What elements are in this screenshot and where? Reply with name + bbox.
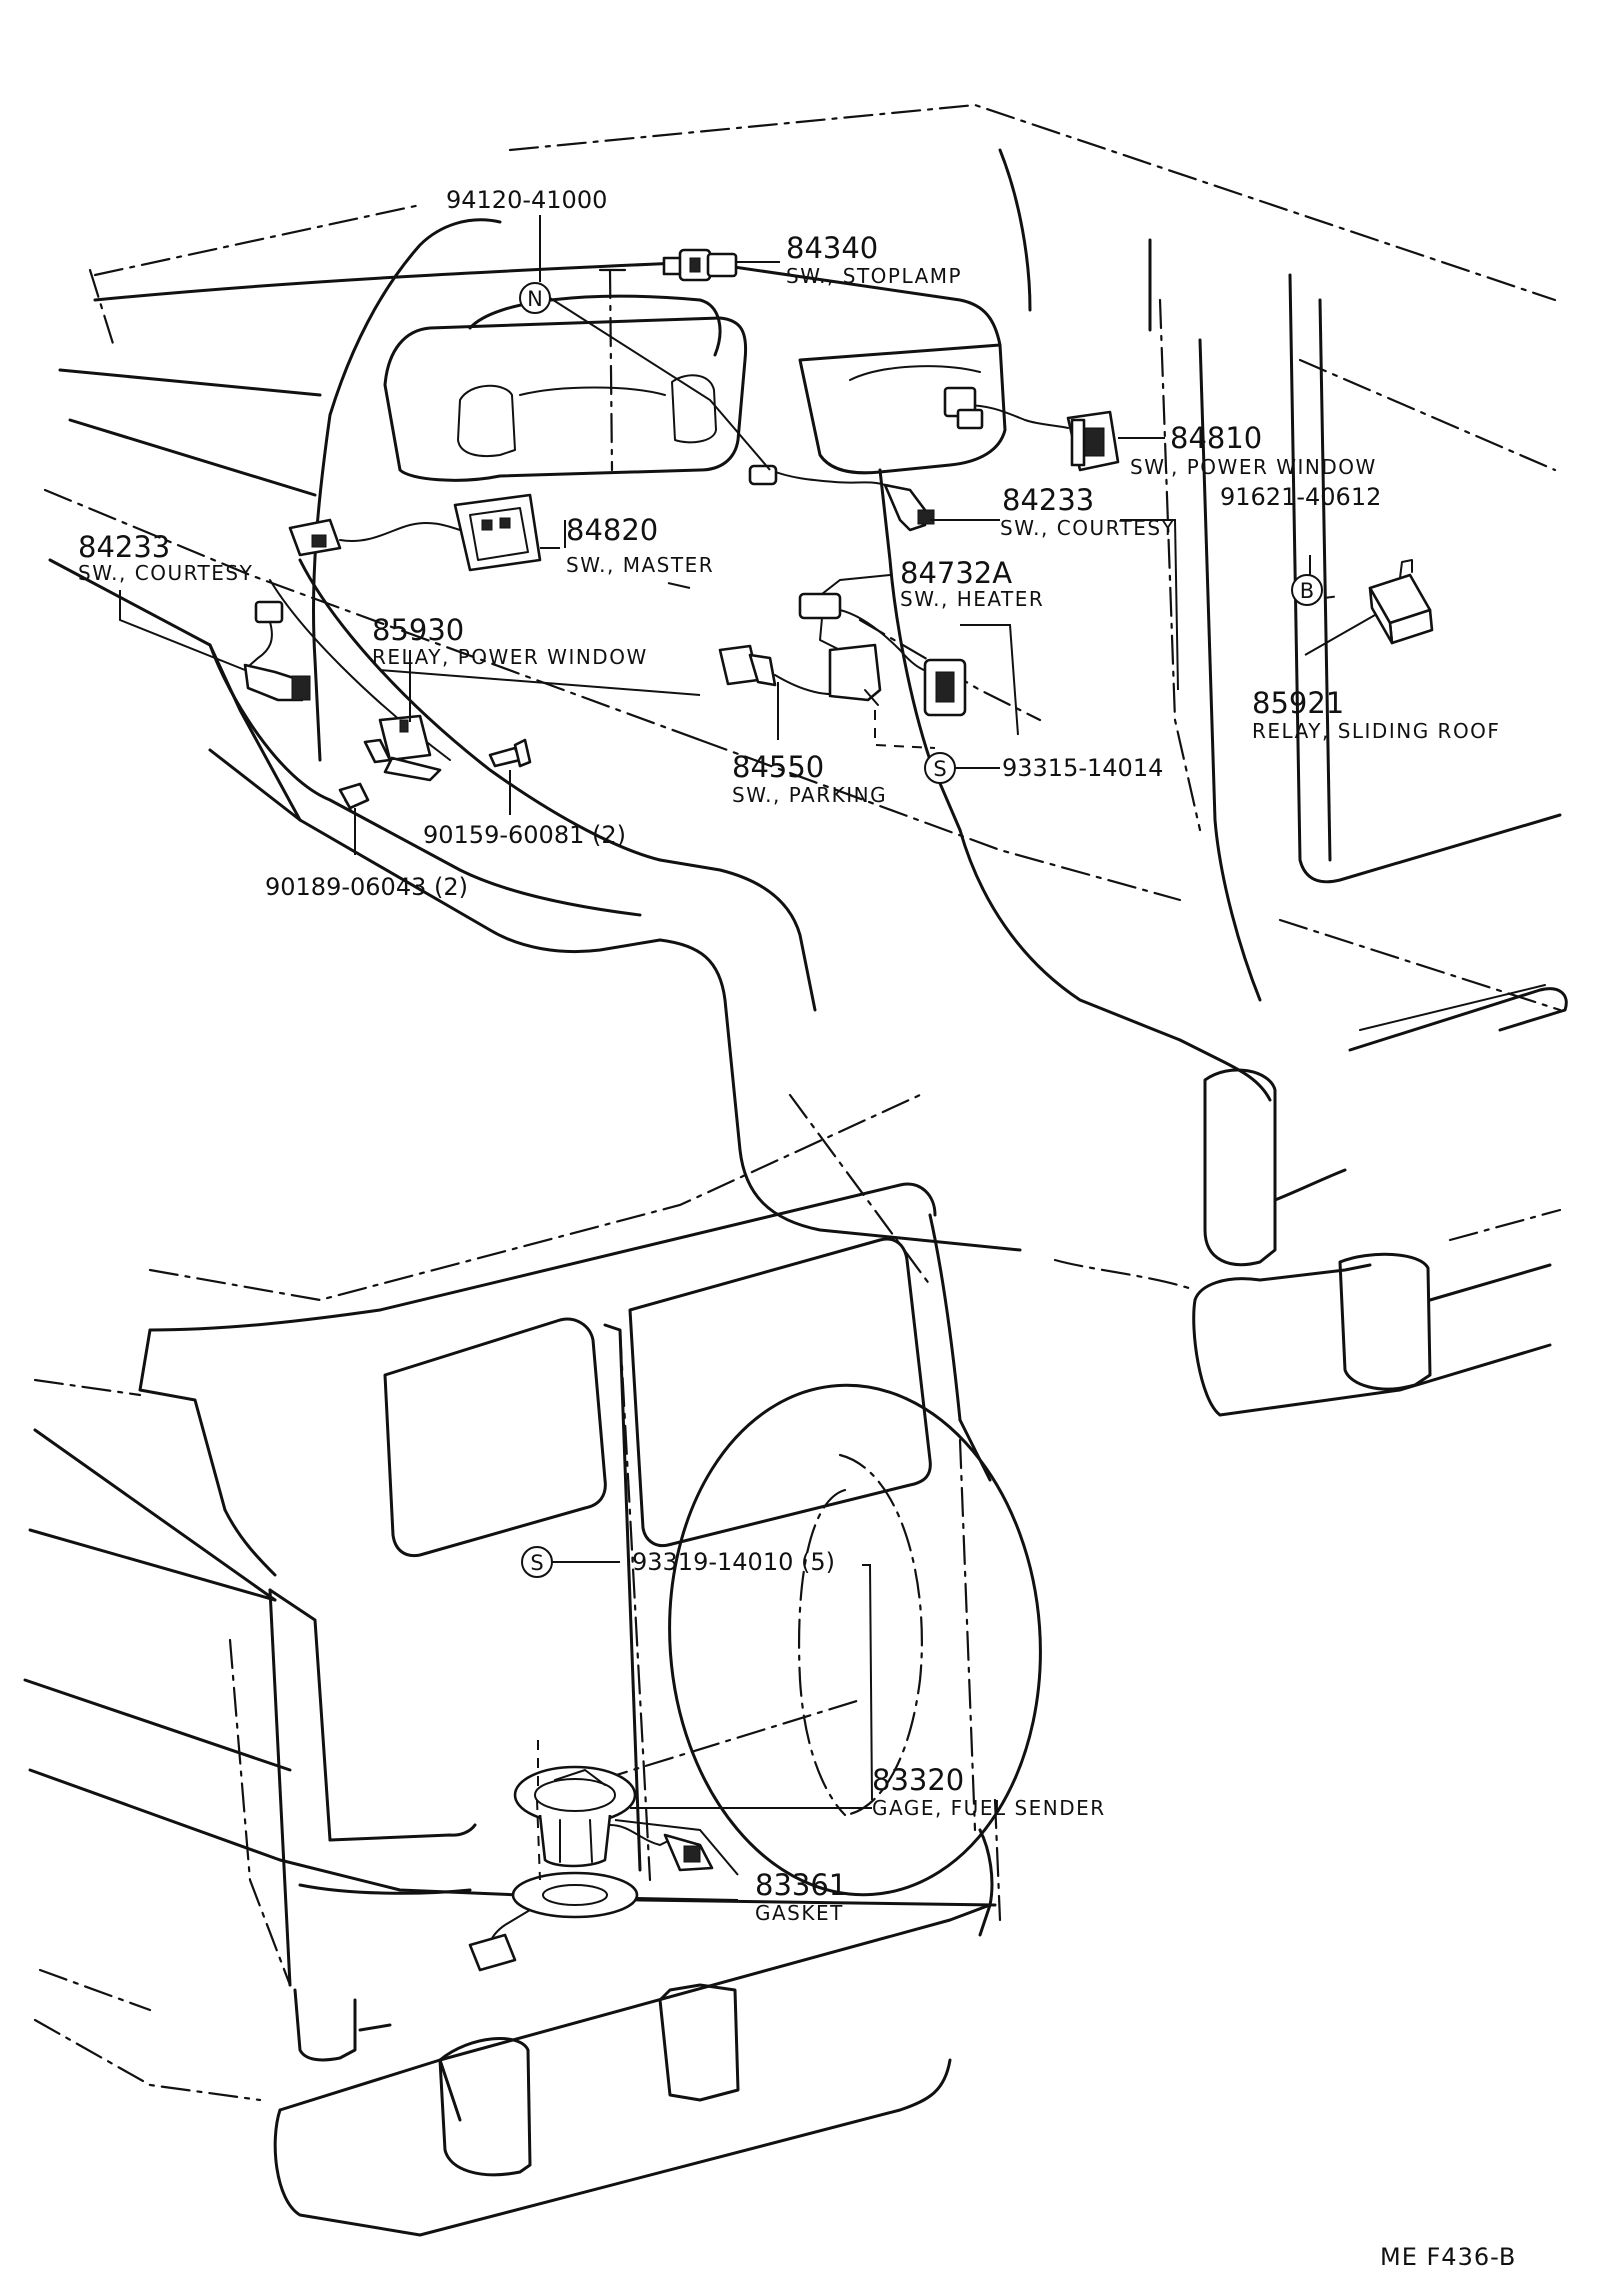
sliding-roof-relay-icon (1368, 559, 1434, 645)
symbol-marker-n: N (519, 282, 551, 314)
figure-code: ME F436-B (1380, 2243, 1516, 2271)
label-84233-right-number: 84233 (1002, 483, 1094, 517)
heater-switch-icon (798, 592, 967, 717)
symbol-marker-s-lower: S (521, 1546, 553, 1578)
courtesy-switch-right-icon (748, 464, 935, 532)
leader-lines (119, 215, 1376, 1901)
label-84810-number: 84810 (1170, 421, 1262, 455)
sender-screw-phantom-2 (536, 1799, 541, 1881)
screw-icon (488, 738, 532, 768)
label-84233-right-name: SW., COURTESY (1000, 516, 1175, 540)
label-84732A-name: SW., HEATER (900, 587, 1044, 611)
label-83361-number: 83361 (755, 1868, 847, 1902)
label-90189-06043: 90189-06043 (2) (265, 873, 468, 901)
fuel-sender-gasket-icon (511, 1871, 639, 1919)
label-83320-name: GAGE, FUEL SENDER (872, 1796, 1106, 1820)
heater-screw-phantom (874, 710, 936, 749)
svg-text:S: S (530, 1551, 543, 1575)
label-85930-name: RELAY, POWER WINDOW (372, 645, 648, 669)
symbol-marker-b: B (1291, 574, 1323, 606)
upper-vehicle-outline (43, 103, 1568, 1417)
label-84233-left-name: SW., COURTESY (78, 561, 253, 585)
label-84550-number: 84550 (732, 750, 824, 784)
fuel-sender-gauge-icon (468, 1765, 714, 1972)
courtesy-switch-left-icon (243, 600, 311, 702)
svg-text:N: N (527, 287, 543, 311)
master-switch-icon (288, 493, 542, 572)
label-93315-14014: 93315-14014 (1002, 754, 1163, 782)
label-84732A-number: 84732A (900, 556, 1012, 590)
label-83361-name: GASKET (755, 1901, 844, 1925)
label-94120-41000: 94120-41000 (446, 186, 607, 214)
parking-switch-icon (718, 643, 882, 706)
label-93319-14010: 93319-14010 (5) (632, 1548, 835, 1576)
svg-text:B: B (1300, 579, 1314, 603)
stoplamp-switch-icon (662, 248, 738, 282)
label-84820-name: SW., MASTER (566, 553, 714, 577)
label-84810-name: SW., POWER WINDOW (1130, 455, 1377, 479)
power-window-relay-icon (363, 714, 442, 782)
symbol-marker-s: S (924, 752, 956, 784)
power-window-switch-icon (943, 386, 1120, 472)
label-83320-number: 83320 (872, 1763, 964, 1797)
label-84340-name: SW., STOPLAMP (786, 264, 962, 288)
label-84340-number: 84340 (786, 231, 878, 265)
label-84550-name: SW., PARKING (732, 783, 887, 807)
label-84820-number: 84820 (566, 513, 658, 547)
label-85921-number: 85921 (1252, 686, 1344, 720)
label-91621-40612: 91621-40612 (1220, 483, 1381, 511)
label-90159-60081: 90159-60081 (2) (423, 821, 626, 849)
label-85921-name: RELAY, SLIDING ROOF (1252, 719, 1500, 743)
label-85930-number: 85930 (372, 613, 464, 647)
label-84233-left-number: 84233 (78, 530, 170, 564)
svg-text:S: S (933, 757, 946, 781)
clip-icon (338, 782, 370, 813)
lower-vehicle-outline (23, 1093, 1042, 2237)
